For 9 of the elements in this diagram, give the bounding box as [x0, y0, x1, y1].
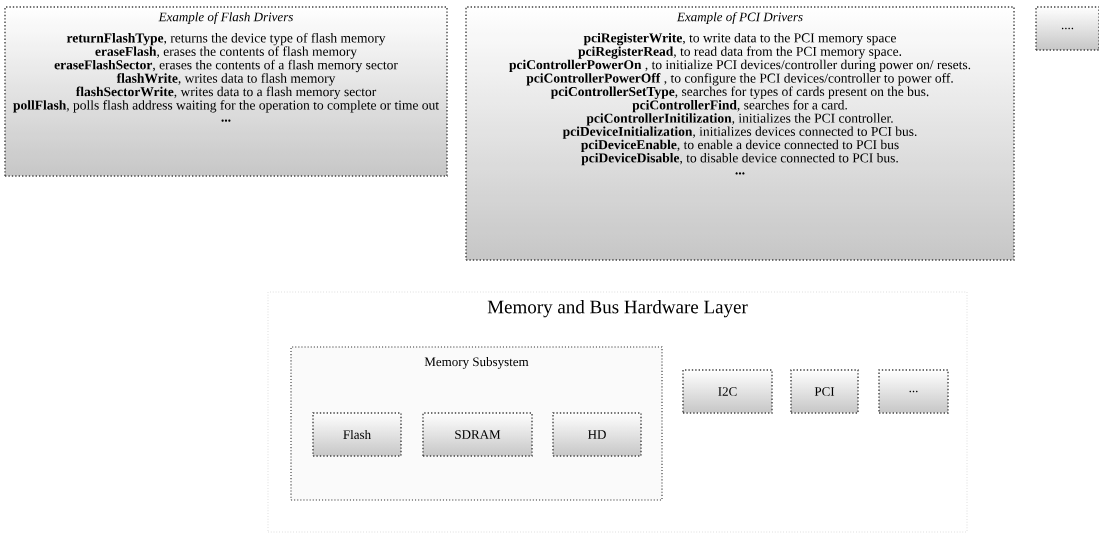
component-box: HD — [552, 412, 642, 457]
component-box: I2C — [682, 369, 773, 414]
driver-list-box: Example of Flash Drivers returnFlashType, returns the device type of flash memory eraseFlash, erases the contents of flash memory eraseFlashSector, erases the contents of a flash memory sector flashWrite, writes data to flash memory flashSectorWrite, writes data to a flash memory sector pollFlash, polls flash address waiting for the operation to complete or time out ... — [4, 6, 448, 177]
component-box: PCI — [790, 369, 859, 414]
driver-list-box: Example of PCI Drivers pciRegisterWrite, to write data to the PCI memory space pciRegisterRead, to read data from the PCI memory space. pciControllerPowerOn , to initialize PCI devices/controller during power on/ resets. pciControllerPowerOff , to configure the PCI devices/controller to power off. pciControllerSetType, searches for types of cards present on the bus. pciControllerFind, searches for a card. pciControllerInitilization, initializes the PCI controller. pciDeviceInitialization, initializes devices connected to PCI bus. pciDeviceEnable, to enable a device connected to PCI bus pciDeviceDisable, to disable device connected to PCI bus. ... — [465, 6, 1015, 261]
component-box: Flash — [312, 412, 402, 457]
component-box: SDRAM — [422, 412, 533, 457]
component-box: .... — [1035, 6, 1099, 51]
component-box: ... — [878, 369, 949, 414]
